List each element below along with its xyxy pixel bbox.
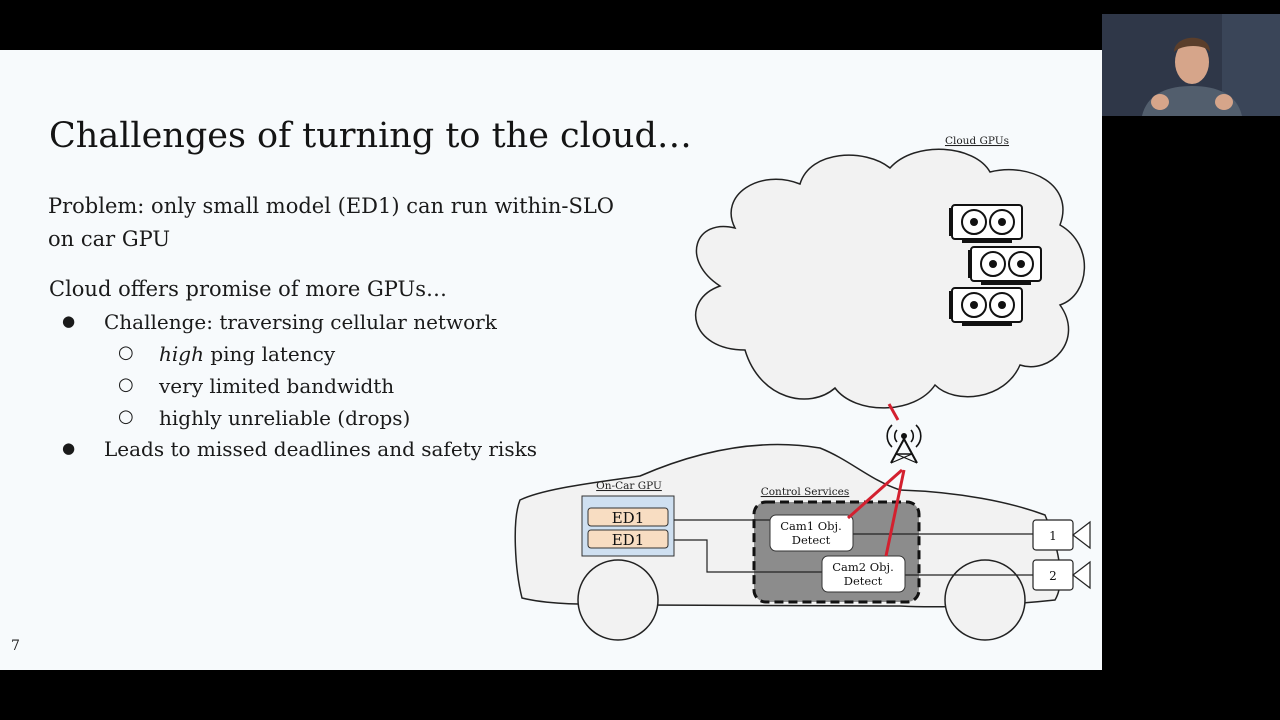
cam2-detect-label: Cam2 Obj.	[832, 560, 894, 574]
bullet-deadlines: ● Leads to missed deadlines and safety r…	[62, 437, 537, 461]
model-box	[587, 529, 669, 549]
cam2-detect-box	[821, 555, 906, 593]
cloud-link-line	[887, 403, 900, 421]
sub-bullet-bandwidth: ○ very limited bandwidth	[118, 374, 395, 398]
cloud-offer-text: Cloud offers promise of more GPUs…	[49, 277, 447, 301]
control-services-label: Control Services	[761, 486, 850, 498]
sub-bullet-circle-icon: ○	[118, 374, 134, 395]
cam1-detect-label: Cam1 Obj.	[780, 519, 842, 533]
cam1-detect-box	[769, 514, 854, 552]
slide-title: Challenges of turning to the cloud…	[49, 116, 692, 156]
gpu-card-icon	[968, 246, 1042, 285]
wire-line	[674, 539, 822, 573]
sub-bullet-unreliable: ○ highly unreliable (drops)	[118, 406, 411, 430]
gpu-card-icon	[949, 204, 1023, 243]
problem-line-2: on car GPU	[48, 227, 171, 251]
cellular-link-line	[884, 469, 906, 557]
bullet-dot-icon: ●	[62, 439, 76, 457]
bullet-text: Challenge: traversing cellular network	[104, 310, 497, 334]
camera-number: 1	[1049, 529, 1057, 543]
sub-bullet-circle-icon: ○	[118, 342, 134, 363]
on-car-gpu-label: On-Car GPU	[596, 480, 662, 492]
camera-icon	[1032, 559, 1091, 591]
camera-icon	[1032, 519, 1091, 551]
architecture-diagram: Cloud GPUs	[514, 135, 1091, 641]
bullet-challenge: ● Challenge: traversing cellular network	[62, 310, 497, 334]
sub-bullet-text: very limited bandwidth	[159, 374, 395, 398]
cell-tower-icon	[886, 424, 922, 464]
problem-line-1: Problem: only small model (ED1) can run …	[48, 194, 614, 218]
sub-bullet-text: ping latency	[203, 342, 336, 366]
model-label: ED1	[612, 531, 645, 549]
sub-bullet-latency: ○ high ping latency	[118, 342, 336, 366]
page-number: 7	[11, 638, 20, 654]
wheel-icon	[577, 559, 659, 641]
sub-bullet-text: highly unreliable (drops)	[159, 406, 411, 430]
cam2-detect-label: Detect	[844, 574, 883, 588]
model-label: ED1	[612, 509, 645, 527]
slide: Challenges of turning to the cloud… Prob…	[0, 50, 1102, 670]
cellular-link-line	[847, 468, 903, 520]
sub-bullet-circle-icon: ○	[118, 406, 134, 427]
cam1-detect-label: Detect	[792, 533, 831, 547]
gpu-card-icon	[949, 287, 1023, 326]
emphasis-text: high	[159, 342, 204, 366]
model-box	[587, 507, 669, 527]
presenter-video-icon	[1102, 14, 1280, 116]
bullet-dot-icon: ●	[62, 312, 76, 330]
bullet-text: Leads to missed deadlines and safety ris…	[104, 437, 537, 461]
wheel-icon	[944, 559, 1026, 641]
camera-number: 2	[1049, 569, 1057, 583]
cloud-gpus-label: Cloud GPUs	[945, 135, 1009, 147]
presenter-webcam	[1102, 14, 1280, 116]
